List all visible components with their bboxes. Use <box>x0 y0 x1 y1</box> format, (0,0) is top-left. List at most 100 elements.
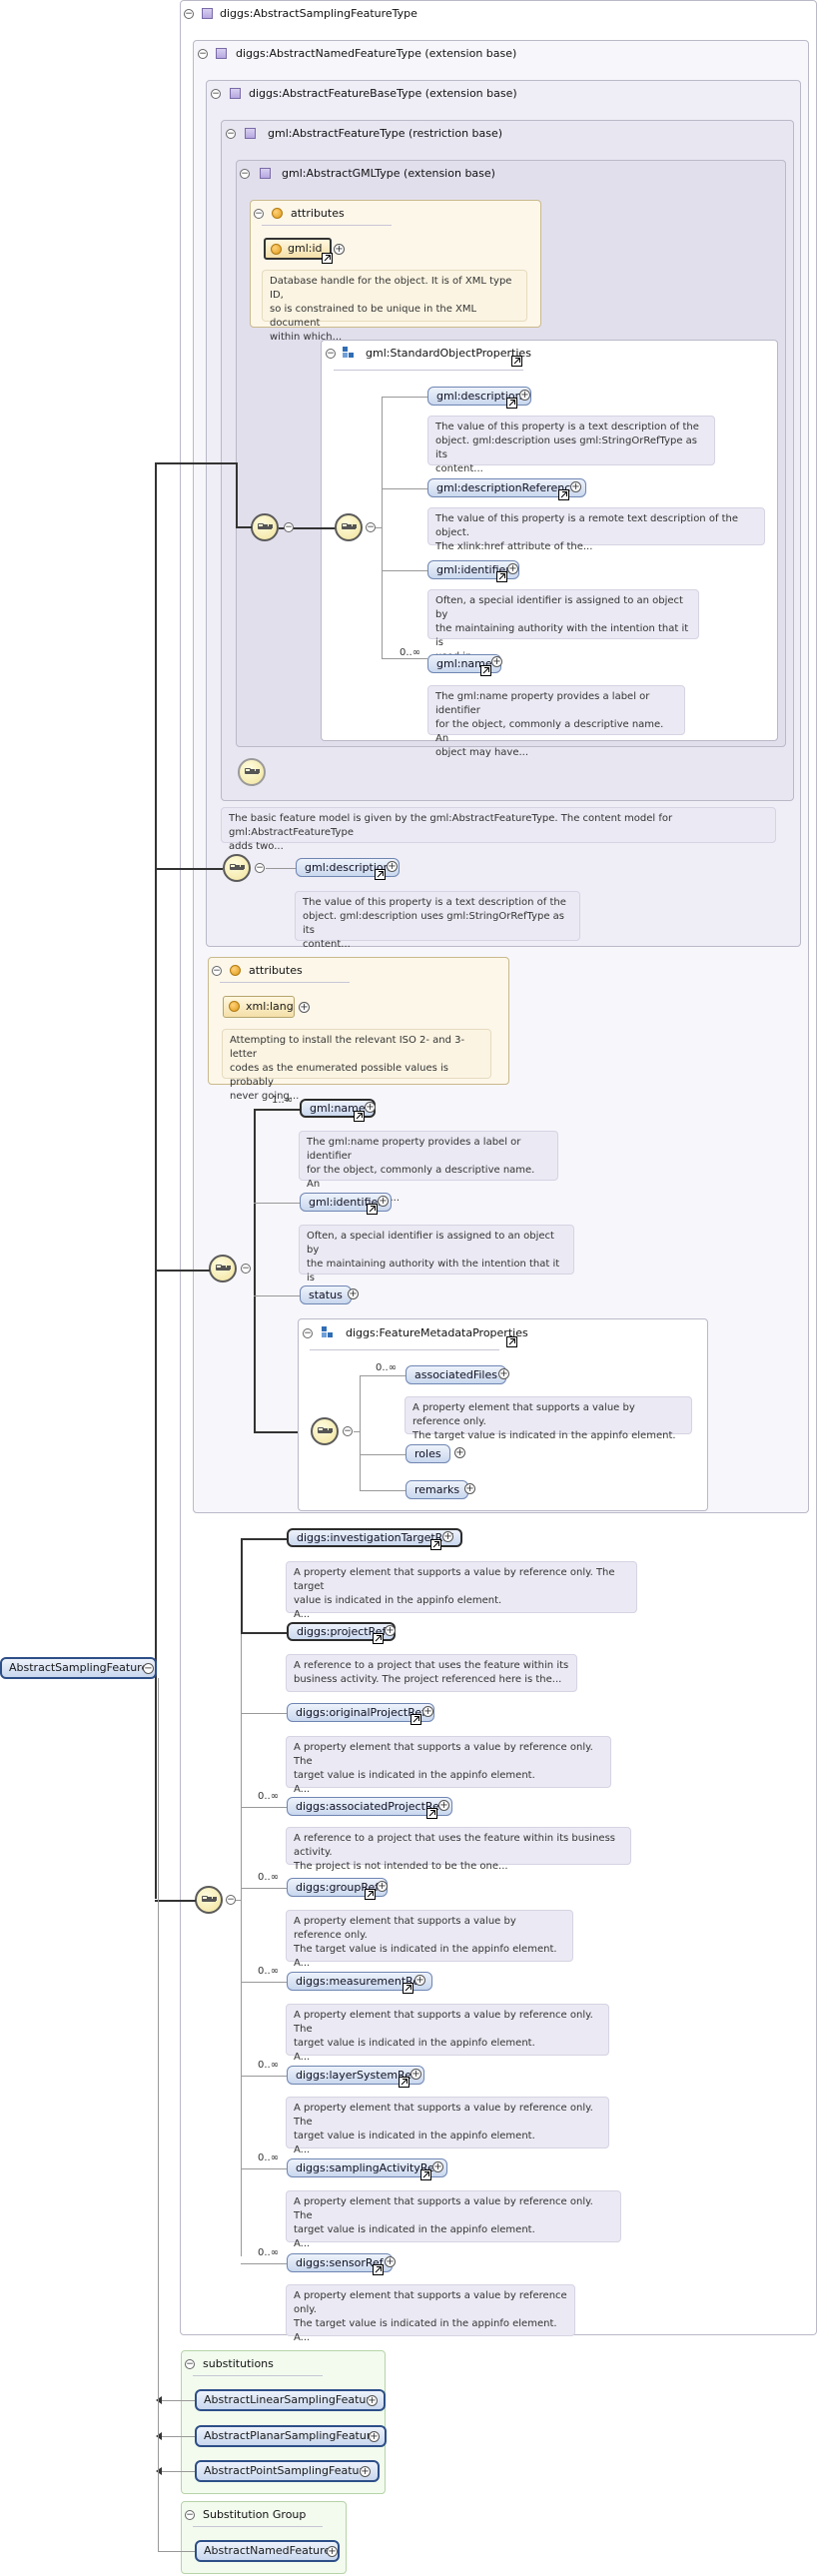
goto-definition-icon[interactable] <box>403 1983 413 1994</box>
expand-icon[interactable]: + <box>432 2161 443 2172</box>
sequence-compositor-icon[interactable] <box>238 758 266 786</box>
expand-icon[interactable]: + <box>464 1483 475 1494</box>
desc-line: within which... <box>270 332 343 343</box>
element-sampling-activity-ref[interactable]: diggs:samplingActivityRef <box>287 2158 447 2177</box>
element-gml-description[interactable]: gml:description <box>427 387 531 406</box>
cardinality: 0..∞ <box>258 2060 280 2071</box>
attribute-gml-id[interactable]: gml:id <box>264 238 332 260</box>
element-description: A property element that supports a value… <box>286 1736 611 1795</box>
expand-icon[interactable]: + <box>387 861 398 872</box>
collapse-toggle[interactable]: − <box>343 1426 353 1436</box>
collapse-toggle[interactable]: − <box>185 2359 195 2369</box>
goto-definition-icon[interactable] <box>511 356 522 367</box>
element-status[interactable]: status <box>300 1286 352 1304</box>
goto-definition-icon[interactable] <box>558 489 569 500</box>
expand-icon[interactable]: + <box>299 1002 310 1013</box>
substitution-group-named-feature[interactable]: AbstractNamedFeature <box>195 2540 341 2562</box>
goto-definition-icon[interactable] <box>480 665 491 676</box>
expand-icon[interactable]: + <box>410 2069 421 2080</box>
element-original-project-ref[interactable]: diggs:originalProjectRef <box>287 1703 434 1722</box>
collapse-toggle[interactable]: − <box>241 1264 251 1274</box>
element-roles[interactable]: roles <box>406 1444 450 1463</box>
goto-definition-icon[interactable] <box>426 1808 437 1819</box>
expand-icon[interactable]: + <box>367 2395 378 2406</box>
sequence-compositor-icon[interactable] <box>335 513 363 541</box>
element-associated-project-ref[interactable]: diggs:associatedProjectRef <box>287 1797 452 1816</box>
collapse-toggle[interactable]: − <box>185 2510 195 2520</box>
collapse-toggle[interactable]: − <box>255 863 265 873</box>
element-gml-description-reference[interactable]: gml:descriptionReference <box>427 478 587 497</box>
expand-icon[interactable]: + <box>454 1447 465 1458</box>
expand-icon[interactable]: + <box>519 390 530 401</box>
expand-icon[interactable]: + <box>377 1881 388 1892</box>
goto-definition-icon[interactable] <box>373 2264 384 2275</box>
collapse-toggle[interactable]: − <box>366 522 376 532</box>
goto-definition-icon[interactable] <box>367 1204 378 1215</box>
expand-icon[interactable]: + <box>414 1975 425 1986</box>
attribute-xml-lang[interactable]: xml:lang <box>223 996 295 1018</box>
expand-icon[interactable]: + <box>570 481 581 492</box>
element-measurement-ref[interactable]: diggs:measurementRef <box>287 1972 432 1991</box>
goto-definition-icon[interactable] <box>322 253 333 264</box>
substitution-point[interactable]: AbstractPointSamplingFeature <box>195 2460 380 2482</box>
root-element-abstract-sampling-feature[interactable]: AbstractSamplingFeature <box>0 1657 158 1679</box>
cardinality: 0..∞ <box>258 1966 280 1977</box>
goto-definition-icon[interactable] <box>354 1111 365 1122</box>
goto-definition-icon[interactable] <box>410 1714 421 1725</box>
goto-definition-icon[interactable] <box>506 1336 517 1347</box>
collapse-toggle[interactable]: − <box>184 9 194 19</box>
collapse-toggle[interactable]: − <box>198 49 208 59</box>
expand-icon[interactable]: + <box>378 1196 389 1207</box>
element-layer-system-ref[interactable]: diggs:layerSystemRef <box>287 2066 424 2085</box>
expand-icon[interactable]: + <box>369 2431 380 2442</box>
element-project-ref[interactable]: diggs:projectRef <box>287 1622 397 1641</box>
expand-icon[interactable]: + <box>385 2256 396 2267</box>
element-gml-description[interactable]: gml:description <box>296 858 400 877</box>
goto-definition-icon[interactable] <box>399 2077 410 2088</box>
goto-definition-icon[interactable] <box>420 2169 431 2180</box>
collapse-toggle[interactable]: − <box>226 129 236 139</box>
expand-icon[interactable]: + <box>327 2546 338 2557</box>
goto-definition-icon[interactable] <box>496 571 507 582</box>
sequence-compositor-icon[interactable] <box>223 854 251 882</box>
collapse-toggle[interactable]: − <box>303 1328 313 1338</box>
expand-icon[interactable]: + <box>498 1368 509 1379</box>
collapse-toggle[interactable]: − <box>212 966 222 976</box>
collapse-toggle[interactable]: − <box>226 1895 236 1905</box>
expand-icon[interactable]: + <box>360 2466 371 2477</box>
expand-icon[interactable]: + <box>385 1625 396 1636</box>
goto-definition-icon[interactable] <box>375 869 386 880</box>
collapse-toggle[interactable]: − <box>240 169 250 179</box>
collapse-toggle[interactable]: − <box>284 522 294 532</box>
expand-icon[interactable]: + <box>334 244 345 255</box>
connector <box>254 1203 300 1204</box>
sequence-compositor-icon[interactable] <box>209 1255 237 1283</box>
collapse-toggle[interactable]: − <box>326 349 336 359</box>
desc-line: The value of this property is a remote t… <box>435 513 739 538</box>
expand-icon[interactable]: + <box>507 563 518 574</box>
sequence-compositor-icon[interactable] <box>195 1886 223 1914</box>
goto-definition-icon[interactable] <box>506 398 517 409</box>
substitution-planar[interactable]: AbstractPlanarSamplingFeature <box>195 2425 387 2447</box>
goto-definition-icon[interactable] <box>365 1889 376 1900</box>
element-group-ref[interactable]: diggs:groupRef <box>287 1878 389 1897</box>
expand-icon[interactable]: + <box>365 1102 376 1113</box>
element-associated-files[interactable]: associatedFiles <box>406 1365 506 1384</box>
collapse-toggle[interactable]: − <box>211 89 221 99</box>
desc-line: business activity. The project reference… <box>294 1674 562 1685</box>
expand-icon[interactable]: + <box>442 1531 453 1542</box>
sequence-compositor-icon[interactable] <box>311 1417 339 1445</box>
element-investigation-target-ref[interactable]: diggs:investigationTargetRef <box>287 1528 463 1547</box>
expand-icon[interactable]: + <box>438 1800 449 1811</box>
expand-icon[interactable]: + <box>422 1706 433 1717</box>
expand-icon[interactable]: − <box>143 1663 154 1674</box>
sequence-compositor-icon[interactable] <box>251 513 279 541</box>
collapse-toggle[interactable]: − <box>254 209 264 219</box>
substitution-linear[interactable]: AbstractLinearSamplingFeature <box>195 2389 387 2411</box>
element-remarks[interactable]: remarks <box>406 1480 469 1499</box>
expand-icon[interactable]: + <box>491 656 502 667</box>
goto-definition-icon[interactable] <box>373 1633 384 1644</box>
element-sensor-ref[interactable]: diggs:sensorRef <box>287 2253 393 2272</box>
expand-icon[interactable]: + <box>348 1288 359 1299</box>
goto-definition-icon[interactable] <box>430 1539 441 1550</box>
